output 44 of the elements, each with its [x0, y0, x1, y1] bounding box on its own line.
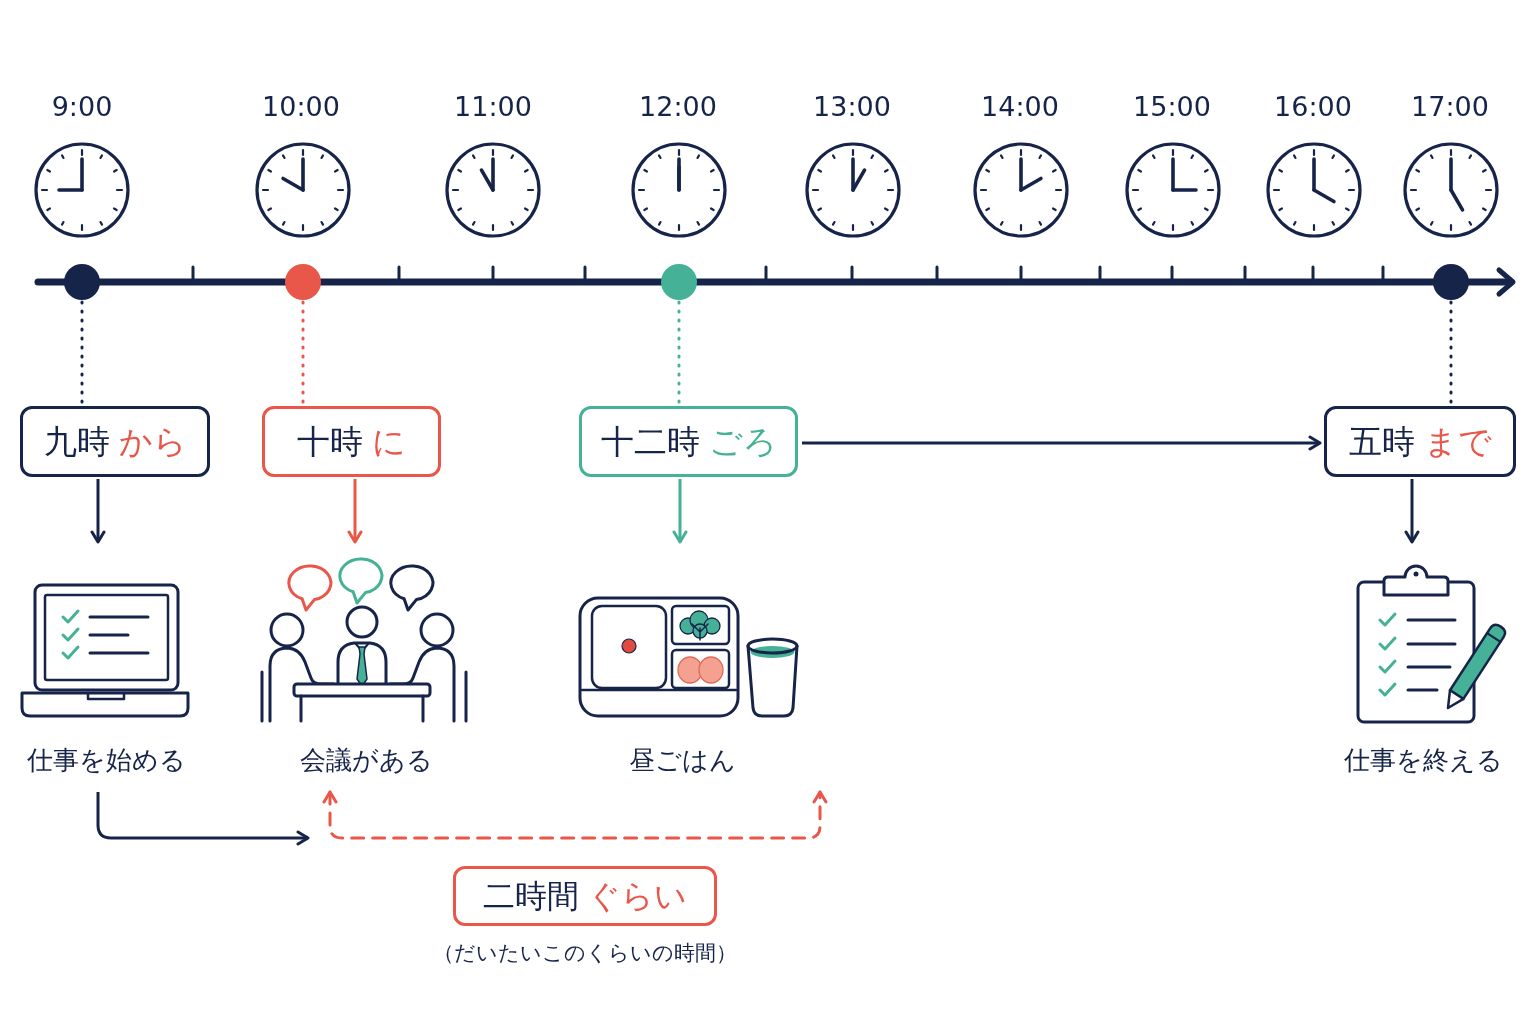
time-label: 16:00 [1274, 90, 1352, 124]
particle-text: から [118, 421, 187, 462]
time-label: 12:00 [639, 90, 717, 124]
phrase-text: 二時間 [483, 876, 579, 916]
activity-label: 会議がある [299, 744, 433, 776]
time-label: 14:00 [981, 90, 1059, 124]
time-label: 10:00 [262, 90, 340, 124]
arrow [672, 479, 688, 544]
particle-text: まで [1423, 421, 1492, 462]
timeline-dot [64, 264, 100, 300]
time-label: 15:00 [1133, 90, 1211, 124]
arrow [90, 479, 106, 544]
note-text: （だいたいこのくらいの時間） [433, 940, 737, 967]
time-label: 11:00 [454, 90, 532, 124]
arrow [802, 435, 1322, 451]
phrase-text: 五時 [1348, 421, 1415, 462]
time-label: 13:00 [813, 90, 891, 124]
arrow [347, 479, 363, 544]
dotted-line [677, 300, 681, 406]
dotted-line [80, 300, 84, 406]
dotted-line [1449, 300, 1453, 406]
phrase-text: 十二時 [600, 421, 700, 462]
particle-text: ぐらい [588, 876, 687, 916]
arrow [1404, 479, 1420, 544]
duration-box [453, 866, 717, 926]
activity-label: 昼ごはん [628, 744, 736, 776]
dotted-line [301, 300, 305, 406]
timeline-dot [285, 264, 321, 300]
time-box [1324, 406, 1516, 477]
phrase-text: 十時 [297, 421, 363, 462]
timeline-dot [661, 264, 697, 300]
particle-text: ごろ [708, 421, 777, 462]
dashed-arrow [322, 790, 828, 840]
time-box [579, 406, 798, 477]
activity-label: 仕事を始める [26, 744, 186, 776]
time-box [262, 406, 441, 477]
phrase-text: 九時 [43, 421, 110, 462]
time-box [20, 406, 210, 477]
arrow [96, 792, 310, 846]
particle-text: に [372, 421, 406, 462]
timeline-dot [1433, 264, 1469, 300]
activity-label: 仕事を終える [1343, 744, 1503, 776]
time-label: 9:00 [51, 90, 113, 124]
time-label: 17:00 [1411, 90, 1489, 124]
